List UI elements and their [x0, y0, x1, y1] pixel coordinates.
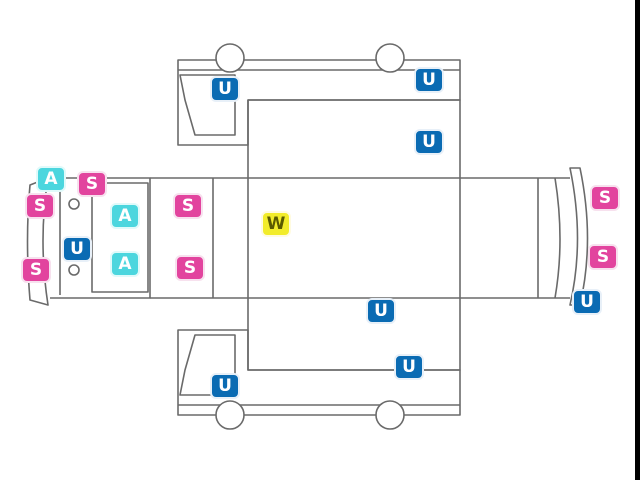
- badge-s: S: [590, 185, 620, 211]
- badge-s: S: [77, 171, 107, 197]
- badge-w: W: [261, 211, 291, 237]
- badge-u: U: [366, 298, 396, 324]
- badge-a: A: [110, 203, 140, 229]
- badge-u: U: [414, 67, 444, 93]
- badge-u: U: [572, 289, 602, 315]
- top-side-panel: [177, 59, 461, 146]
- badge-a: A: [36, 166, 66, 192]
- badge-s: S: [25, 193, 55, 219]
- bottom-front-wheel: [215, 400, 245, 430]
- top-front-wheel: [215, 43, 245, 73]
- bottom-rear-wheel: [375, 400, 405, 430]
- badge-u: U: [62, 236, 92, 262]
- badge-s: S: [175, 255, 205, 281]
- badge-a: A: [110, 251, 140, 277]
- badge-u: U: [210, 373, 240, 399]
- badge-u: U: [414, 129, 444, 155]
- badge-u: U: [394, 354, 424, 380]
- right-edge-bar: [635, 0, 640, 480]
- badge-s: S: [173, 193, 203, 219]
- badge-s: S: [588, 244, 618, 270]
- top-rear-wheel: [375, 43, 405, 73]
- badge-s: S: [21, 257, 51, 283]
- badge-u: U: [210, 76, 240, 102]
- rear-door: [569, 167, 589, 306]
- bottom-side-panel: [177, 329, 461, 416]
